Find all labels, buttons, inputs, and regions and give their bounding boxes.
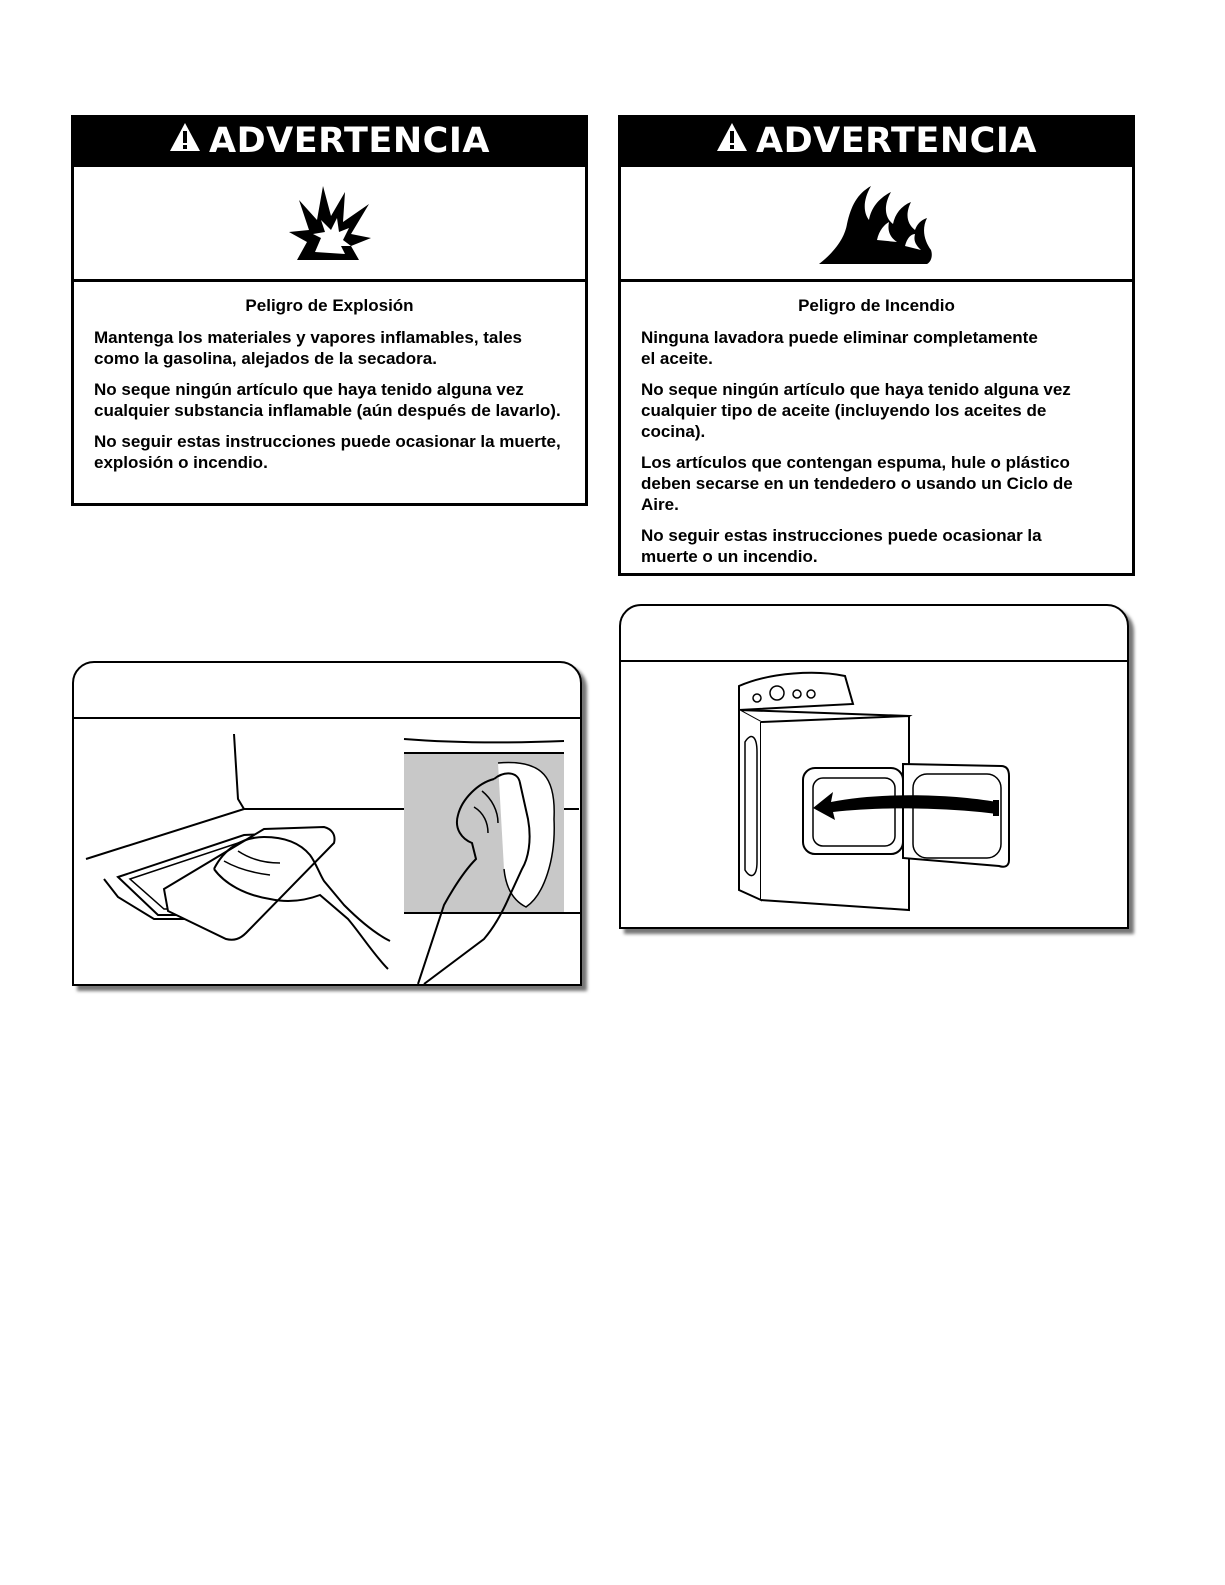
warning-header: ADVERTENCIA (621, 118, 1132, 167)
warning-paragraph: No seguir estas instrucciones puede ocas… (641, 526, 1042, 566)
warning-paragraph: No seque ningún artículo que haya tenido… (641, 380, 1071, 441)
dryer-airflow-illustration-panel (619, 604, 1129, 929)
warning-header: ADVERTENCIA (74, 118, 585, 167)
lint-screen-illustration-panel (72, 661, 582, 986)
panel-header (74, 663, 580, 719)
fire-symbol-area (621, 167, 1132, 282)
warning-title: Peligro de Explosión (245, 296, 414, 315)
lint-screen-removal-illustration (85, 733, 580, 985)
warning-paragraph: No seque ningún artículo que haya tenido… (94, 380, 561, 420)
warning-paragraph: Mantenga los materiales y vapores inflam… (94, 328, 523, 368)
warning-box-explosion: ADVERTENCIA Peligro de Explosión Manteng… (71, 115, 588, 506)
warning-triangle-icon (169, 121, 201, 161)
panel-header (621, 606, 1127, 662)
warning-triangle-icon (716, 121, 748, 161)
warning-title: Peligro de Incendio (798, 296, 955, 315)
dryer-illustration (738, 671, 1010, 912)
warning-box-fire: ADVERTENCIA Peligro de Incendio Ninguna … (618, 115, 1135, 576)
explosion-icon (288, 186, 371, 260)
warning-paragraph: Los artículos que contengan espuma, hule… (641, 453, 1073, 514)
explosion-symbol-area (74, 167, 585, 282)
warning-paragraph: No seguir estas instrucciones puede ocas… (94, 432, 561, 472)
fire-icon (818, 186, 932, 264)
warning-paragraph: Ninguna lavadora puede eliminar completa… (641, 328, 1038, 368)
